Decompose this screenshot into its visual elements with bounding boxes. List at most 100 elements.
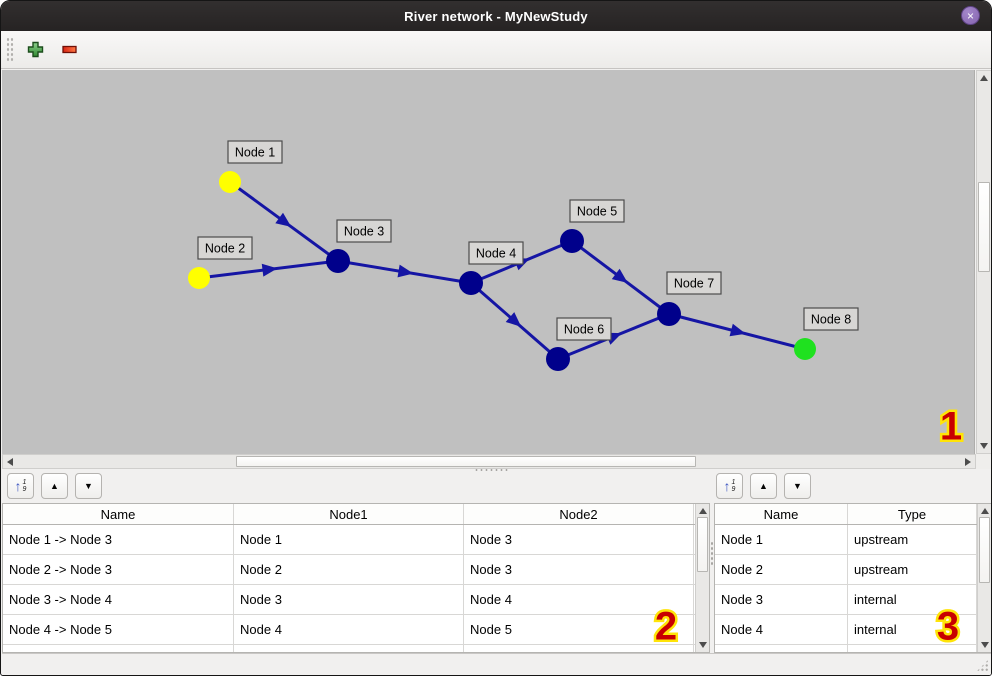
plus-icon xyxy=(27,41,43,58)
node-circle-n2[interactable] xyxy=(188,267,210,289)
down-arrow-icon: ▼ xyxy=(793,480,802,491)
node-circle-n5[interactable] xyxy=(560,229,584,253)
table-cell xyxy=(848,645,977,652)
table-cell: Node 4 -> Node 5 xyxy=(3,615,234,644)
minus-icon xyxy=(61,45,77,54)
table-cell: internal xyxy=(848,585,977,614)
table-cell: upstream xyxy=(848,555,977,584)
table-row[interactable] xyxy=(3,645,709,652)
node-label-box[interactable] xyxy=(556,317,612,341)
table-cell xyxy=(3,645,234,652)
node-circle-n1[interactable] xyxy=(219,171,241,193)
node-circle-n6[interactable] xyxy=(546,347,570,371)
title-bar[interactable]: River network - MyNewStudy × xyxy=(1,1,991,31)
node-label-box[interactable] xyxy=(468,241,524,265)
table-cell: Node 1 xyxy=(715,525,848,554)
horizontal-scrollbar-thumb[interactable] xyxy=(236,456,696,467)
scroll-right-icon[interactable] xyxy=(965,458,971,466)
vertical-scrollbar-thumb[interactable] xyxy=(978,182,990,272)
down-arrow-icon: ▼ xyxy=(84,480,93,491)
close-button[interactable]: × xyxy=(961,6,980,25)
node-circle-n3[interactable] xyxy=(326,249,350,273)
table-cell: Node 4 xyxy=(715,615,848,644)
node-label-box[interactable] xyxy=(666,271,722,295)
scrollbar-thumb[interactable] xyxy=(697,517,708,572)
nodes-table-scrollbar[interactable] xyxy=(977,504,991,652)
node-label-box[interactable] xyxy=(197,236,253,260)
table-cell: Node 5 xyxy=(464,615,694,644)
scrollbar-thumb[interactable] xyxy=(979,517,990,583)
node-label: Node 6 xyxy=(564,323,604,337)
scroll-up-icon[interactable] xyxy=(981,508,989,514)
status-bar xyxy=(2,653,991,675)
move-down-button[interactable]: ▼ xyxy=(784,473,811,499)
window-title: River network - MyNewStudy xyxy=(404,8,588,24)
column-header[interactable]: Node2 xyxy=(464,504,694,524)
scroll-down-icon[interactable] xyxy=(699,642,707,648)
node-label-box[interactable] xyxy=(569,199,625,223)
edges-table-scrollbar[interactable] xyxy=(695,504,709,652)
table-cell: Node 3 xyxy=(234,585,464,614)
column-header[interactable]: Name xyxy=(715,504,848,524)
move-up-button[interactable]: ▲ xyxy=(750,473,777,499)
scroll-up-icon[interactable] xyxy=(699,508,707,514)
node-label: Node 5 xyxy=(577,205,617,219)
table-cell: Node 2 xyxy=(234,555,464,584)
table-cell: Node 3 xyxy=(464,555,694,584)
canvas-horizontal-scrollbar[interactable] xyxy=(2,454,976,469)
node-circle-n4[interactable] xyxy=(459,271,483,295)
table-cell: Node 2 -> Node 3 xyxy=(3,555,234,584)
scroll-left-icon[interactable] xyxy=(7,458,13,466)
node-circle-n7[interactable] xyxy=(657,302,681,326)
toolbar-drag-handle[interactable] xyxy=(6,36,14,63)
move-up-button[interactable]: ▲ xyxy=(41,473,68,499)
node-label-box[interactable] xyxy=(227,140,283,164)
table-cell: Node 3 -> Node 4 xyxy=(3,585,234,614)
resize-grip[interactable] xyxy=(976,659,989,672)
table-cell: upstream xyxy=(848,525,977,554)
table-cell: internal xyxy=(848,615,977,644)
table-cell xyxy=(234,645,464,652)
column-header[interactable]: Type xyxy=(848,504,977,524)
column-header[interactable]: Name xyxy=(3,504,234,524)
column-header[interactable]: Node1 xyxy=(234,504,464,524)
node-label: Node 4 xyxy=(476,247,516,261)
table-cell: Node 4 xyxy=(234,615,464,644)
canvas-vertical-scrollbar[interactable] xyxy=(976,70,991,454)
node-label-box[interactable] xyxy=(803,307,859,331)
table-cell xyxy=(715,645,848,652)
scroll-down-icon[interactable] xyxy=(981,642,989,648)
add-button[interactable] xyxy=(22,37,48,63)
node-label-box[interactable] xyxy=(336,219,392,243)
move-down-button[interactable]: ▼ xyxy=(75,473,102,499)
edge-arrow-icon xyxy=(611,268,628,283)
node-circle-n8[interactable] xyxy=(794,338,816,360)
splitter-handle[interactable] xyxy=(474,468,508,472)
scroll-down-icon[interactable] xyxy=(980,443,988,449)
remove-button[interactable] xyxy=(56,37,82,63)
table-splitter-handle[interactable] xyxy=(710,541,714,567)
scroll-up-icon[interactable] xyxy=(980,75,988,81)
table-row[interactable] xyxy=(715,645,991,652)
